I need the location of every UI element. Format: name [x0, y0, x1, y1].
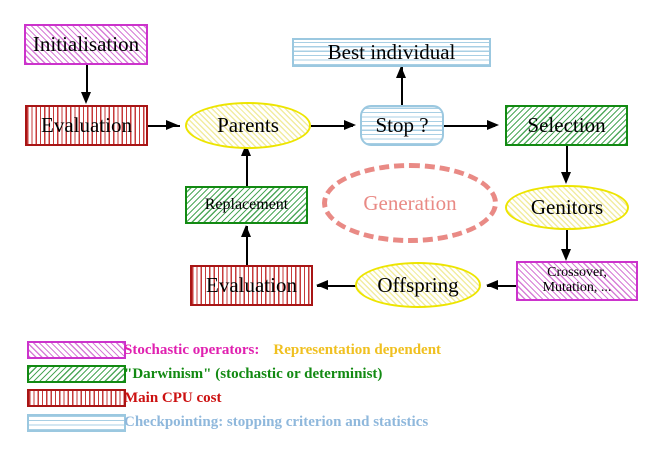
connector-selection-to-genitors [566, 146, 568, 175]
node-evaluation-top-label: Evaluation [41, 113, 132, 138]
legend-swatch-red-vertical-hatch [27, 389, 126, 407]
legend-swatch-green-diagonal-hatch [27, 365, 126, 383]
node-stop[interactable]: Stop ? [360, 105, 444, 146]
connector-evaluation-to-parents [148, 125, 180, 127]
legend-row-stochastic-operators: Stochastic operators: Representation depe… [0, 338, 662, 362]
connector-stop-to-selection [444, 125, 495, 127]
legend-swatch-blue-horizontal-hatch [27, 414, 126, 432]
connector-parents-to-stop [311, 125, 353, 127]
node-parents-label: Parents [217, 113, 279, 138]
node-evaluation-top[interactable]: Evaluation [25, 105, 148, 146]
arrowhead-replacement-to-parents [241, 144, 251, 156]
arrowhead-initialisation-to-evaluation [81, 92, 91, 104]
arrowhead-selection-to-genitors [561, 172, 571, 184]
node-offspring-label: Offspring [377, 272, 459, 297]
legend-row-checkpointing: Checkpointing: stopping criterion and st… [0, 410, 662, 436]
arrowhead-offspring-to-evaluation [316, 280, 328, 290]
arrowhead-genitors-to-crossover [561, 249, 571, 261]
arrowhead-evaluation-to-replacement [241, 225, 251, 237]
legend-label-stochastic-operators-text: Stochastic operators: [124, 341, 260, 358]
arrowhead-stop-to-selection [487, 120, 499, 130]
arrowhead-parents-to-stop [344, 120, 356, 130]
node-replacement[interactable]: Replacement [185, 186, 308, 224]
arrowhead-crossover-to-offspring [486, 280, 498, 290]
legend-label-darwinism: "Darwinism" (stochastic or determinist) [124, 365, 383, 382]
connector-stop-to-best-individual [401, 67, 403, 105]
node-genitors-label: Genitors [530, 195, 604, 220]
node-replacement-label: Replacement [204, 195, 289, 213]
connector-crossover-to-offspring [487, 285, 518, 287]
connector-evaluation-to-replacement [246, 226, 248, 265]
connector-initialisation-to-evaluation [86, 65, 88, 93]
node-offspring[interactable]: Offspring [355, 262, 481, 308]
node-initialisation-label: Initialisation [32, 32, 140, 57]
legend-label-main-cpu-cost: Main CPU cost [124, 389, 222, 406]
node-crossover-mutation-label-line1: Crossover, [547, 265, 607, 281]
legend-label-checkpointing: Checkpointing: stopping criterion and st… [124, 414, 429, 430]
legend-row-main-cpu-cost: Main CPU cost [0, 386, 662, 410]
connector-offspring-to-evaluation [317, 285, 357, 287]
legend-label-stochastic-operators: Stochastic operators: Representation depe… [124, 342, 441, 359]
node-parents[interactable]: Parents [185, 102, 311, 149]
node-stop-label: Stop ? [375, 113, 429, 138]
legend-label-representation-dependent: Representation dependent [273, 341, 442, 358]
node-genitors[interactable]: Genitors [505, 185, 629, 230]
node-best-individual-label: Best individual [327, 40, 456, 65]
node-initialisation[interactable]: Initialisation [24, 24, 148, 65]
legend-row-darwinism: "Darwinism" (stochastic or determinist) [0, 362, 662, 386]
connector-replacement-to-parents [246, 152, 248, 186]
node-best-individual[interactable]: Best individual [292, 38, 491, 67]
node-evaluation-bottom[interactable]: Evaluation [190, 265, 313, 306]
node-evaluation-bottom-label: Evaluation [206, 273, 297, 298]
node-selection-label: Selection [527, 113, 606, 138]
node-generation: Generation [322, 163, 498, 243]
node-crossover-mutation-label-line2: Mutation, ... [542, 280, 612, 295]
legend: Stochastic operators: Representation depe… [0, 338, 662, 436]
arrowhead-stop-to-best-individual [396, 66, 406, 78]
connector-genitors-to-crossover [566, 230, 568, 252]
arrowhead-evaluation-to-parents [166, 120, 178, 130]
node-crossover-mutation[interactable]: Crossover, Mutation, ... [516, 261, 638, 301]
legend-swatch-magenta-diagonal-hatch [27, 341, 126, 359]
node-generation-label: Generation [363, 190, 457, 215]
node-selection[interactable]: Selection [505, 105, 628, 146]
